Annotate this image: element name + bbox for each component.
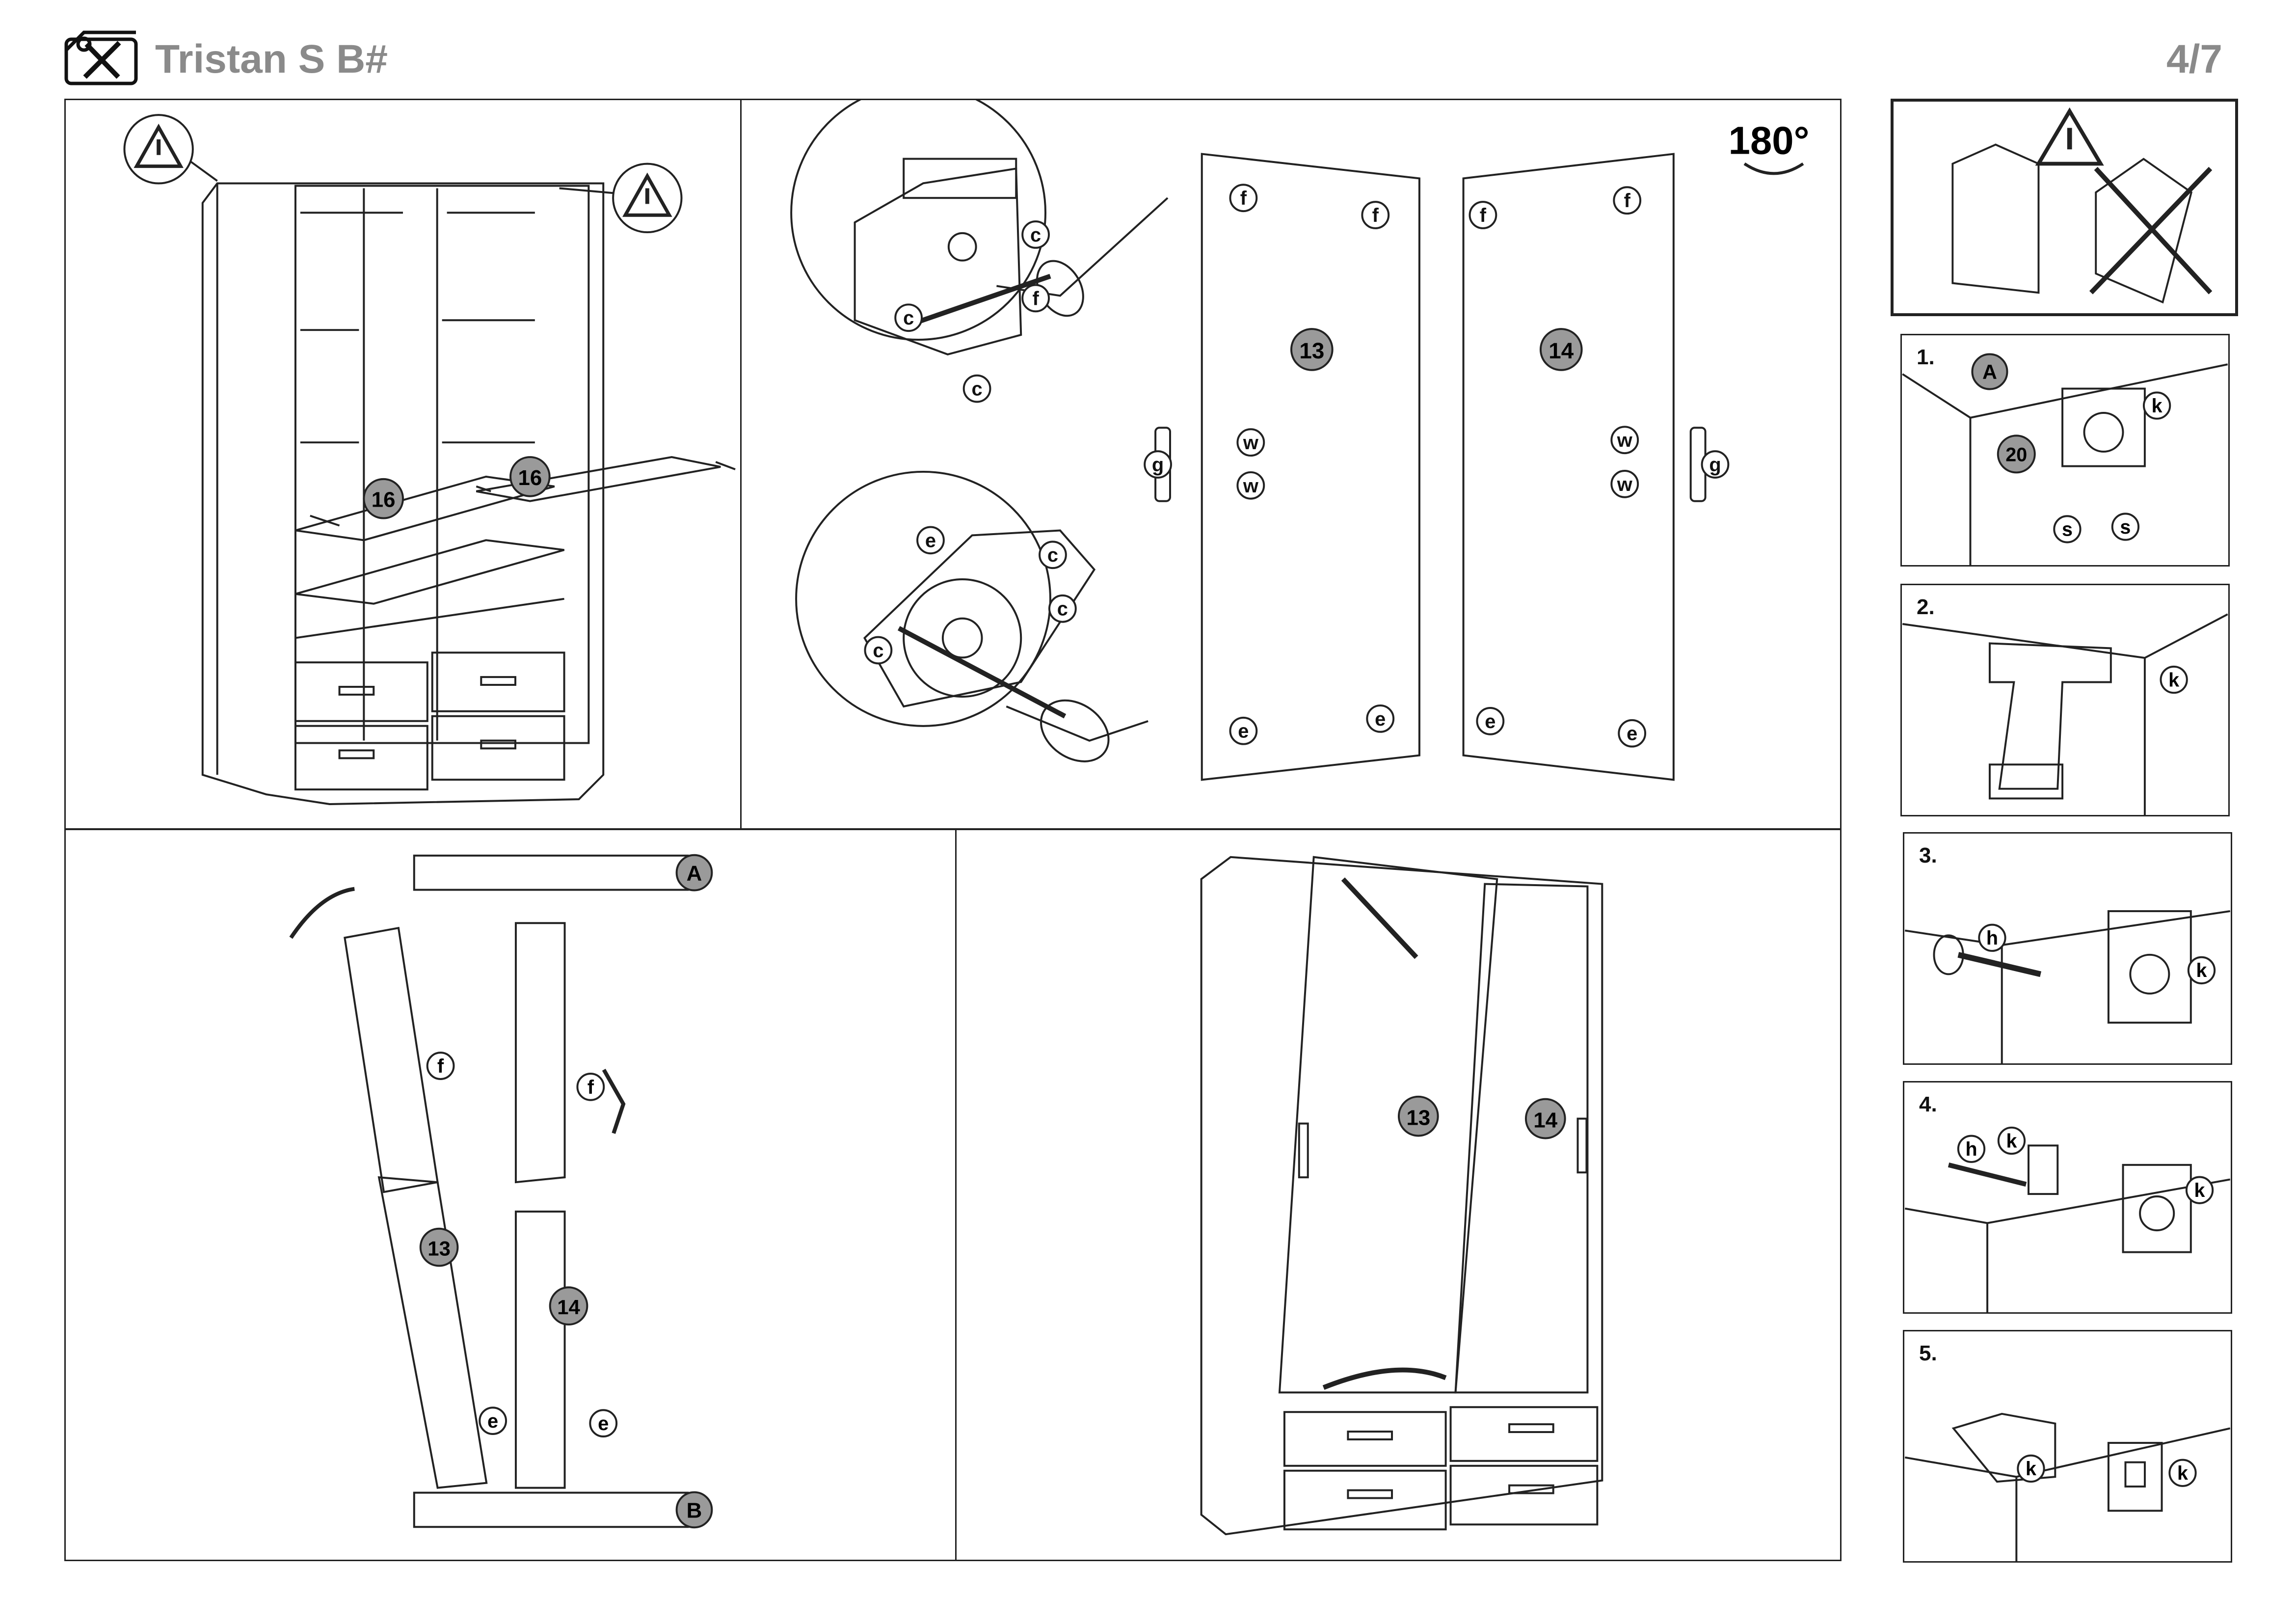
door-rails-illustration: A B 13 14 f f e e [289, 854, 713, 1529]
part-badge-16-right [509, 456, 551, 497]
rail-badge-b [675, 1491, 713, 1529]
step-3-panel: 3. h k [1903, 832, 2232, 1065]
warning-callout-right [612, 162, 683, 234]
door-label-13: 13 [1299, 338, 1324, 363]
letter-g-1: g [1152, 454, 1164, 476]
letter-e-rail-2: e [598, 1413, 609, 1435]
step-3-illustration: h k [1904, 910, 2231, 1063]
letter-f-rail-1: f [437, 1056, 444, 1077]
step-2-number: 2. [1917, 595, 1935, 619]
letter-f-3: f [1480, 205, 1487, 226]
step-1-badge-20: 20 [2005, 444, 2027, 466]
door-label-13-rails: 13 [427, 1237, 451, 1260]
rail-top [413, 854, 689, 891]
letter-f-detail: f [1032, 288, 1039, 309]
step-2-letter-k: k [2168, 669, 2179, 691]
door-13-outline [1278, 856, 1498, 1394]
part-label-16-right: 16 [518, 466, 542, 490]
door-14-outline [1454, 883, 1589, 1394]
step-1-number: 1. [1917, 345, 1935, 369]
step-5-letter-k-1: k [2026, 1458, 2036, 1480]
rail-bottom [413, 1491, 689, 1528]
document-title: Tristan S B# [155, 37, 388, 81]
step-3-letter-k: k [2196, 960, 2207, 981]
step-4-letter-k-2: k [2194, 1180, 2205, 1201]
rail-badge-a [675, 854, 713, 892]
panel-door-rails: A B 13 14 f f e e [64, 829, 957, 1561]
letter-w-2: w [1243, 475, 1259, 497]
door-badge-13 [1290, 328, 1334, 371]
anti-tip-warning-illustration [1951, 107, 2213, 304]
step-1-letter-k: k [2152, 395, 2163, 417]
rotation-label: 180° [1729, 119, 1810, 162]
step-1-letter-s-2: s [2120, 516, 2131, 538]
letter-g-2: g [1709, 454, 1721, 476]
detail-circle-bottom [795, 470, 1051, 727]
step-1-panel: 1. A 20 k s s [1900, 334, 2230, 567]
part-badge-16-left [363, 478, 404, 519]
door-badge-13-assembled [1398, 1095, 1439, 1137]
step-4-letter-h: h [1965, 1138, 1977, 1160]
step-3-letter-h: h [1986, 927, 1998, 949]
letter-c-6: c [873, 640, 883, 661]
step-1-badge-a: A [1982, 360, 1997, 383]
letter-e-2: e [1375, 708, 1386, 730]
door-badge-14-rails [549, 1286, 588, 1326]
part-label-16-left: 16 [372, 488, 396, 512]
step-4-panel: 4. h k k [1903, 1081, 2232, 1314]
door-label-14: 14 [1548, 338, 1574, 363]
door-badge-14 [1539, 328, 1583, 371]
door-badge-14-assembled [1524, 1098, 1566, 1139]
letter-e-detail: e [925, 530, 936, 551]
letter-f-2: f [1372, 205, 1379, 226]
step-5-letter-k-2: k [2177, 1462, 2188, 1484]
door-fittings-illustration: 180° 13 14 f f f f f c c c c [790, 100, 1810, 781]
letter-e-3: e [1485, 711, 1495, 732]
step-1-illustration: A 20 k s s [1902, 353, 2228, 565]
letter-e-1: e [1238, 721, 1249, 742]
door-label-14-rails: 14 [557, 1296, 580, 1319]
rail-label-a: A [687, 862, 702, 886]
step-5-panel: 5. k k [1903, 1330, 2232, 1563]
panel-assembled-wardrobe: 13 14 [955, 829, 1842, 1561]
letter-w-3: w [1617, 430, 1633, 451]
detail-circle-top [790, 100, 1046, 341]
letter-e-rail-1: e [487, 1410, 498, 1432]
letter-w-4: w [1617, 474, 1633, 495]
letter-c-4: c [1047, 544, 1058, 566]
letter-c-5: c [1057, 598, 1068, 620]
wardrobe-shelves-illustration: 16 16 [123, 114, 736, 805]
door-label-13-assembled: 13 [1406, 1106, 1430, 1130]
letter-w-1: w [1243, 432, 1259, 454]
assembled-wardrobe-illustration: 13 14 [1200, 856, 1603, 1536]
letter-c-2: c [903, 307, 914, 329]
letter-c-3: c [972, 379, 983, 400]
letter-c-1: c [1030, 224, 1041, 246]
step-4-letter-k-1: k [2006, 1130, 2017, 1152]
step-2-illustration: k [1902, 613, 2228, 815]
letter-f-rail-2: f [587, 1077, 594, 1098]
rail-label-b: B [687, 1498, 702, 1522]
step-2-panel: 2. k [1900, 584, 2230, 816]
panel-wardrobe-shelves: 16 16 [64, 99, 742, 830]
letter-f-4: f [1624, 190, 1631, 212]
letter-e-4: e [1627, 723, 1637, 745]
page-number: 4/7 [2166, 37, 2222, 81]
letter-f-1: f [1240, 188, 1247, 209]
step-5-number: 5. [1919, 1341, 1937, 1365]
step-4-illustration: h k k [1904, 1126, 2231, 1312]
door-badge-13-rails [419, 1227, 459, 1267]
step-5-illustration: k k [1904, 1412, 2231, 1561]
door-label-14-assembled: 14 [1533, 1109, 1557, 1133]
step-4-number: 4. [1919, 1092, 1937, 1116]
step-1-letter-s-1: s [2062, 519, 2073, 541]
panel-door-fittings: 180° 13 14 f f f f f c c c c [740, 99, 1842, 830]
warning-anti-tip-box [1891, 99, 2238, 316]
step-3-number: 3. [1919, 843, 1937, 867]
warning-callout-left [123, 114, 194, 185]
tools-icon [64, 30, 138, 85]
